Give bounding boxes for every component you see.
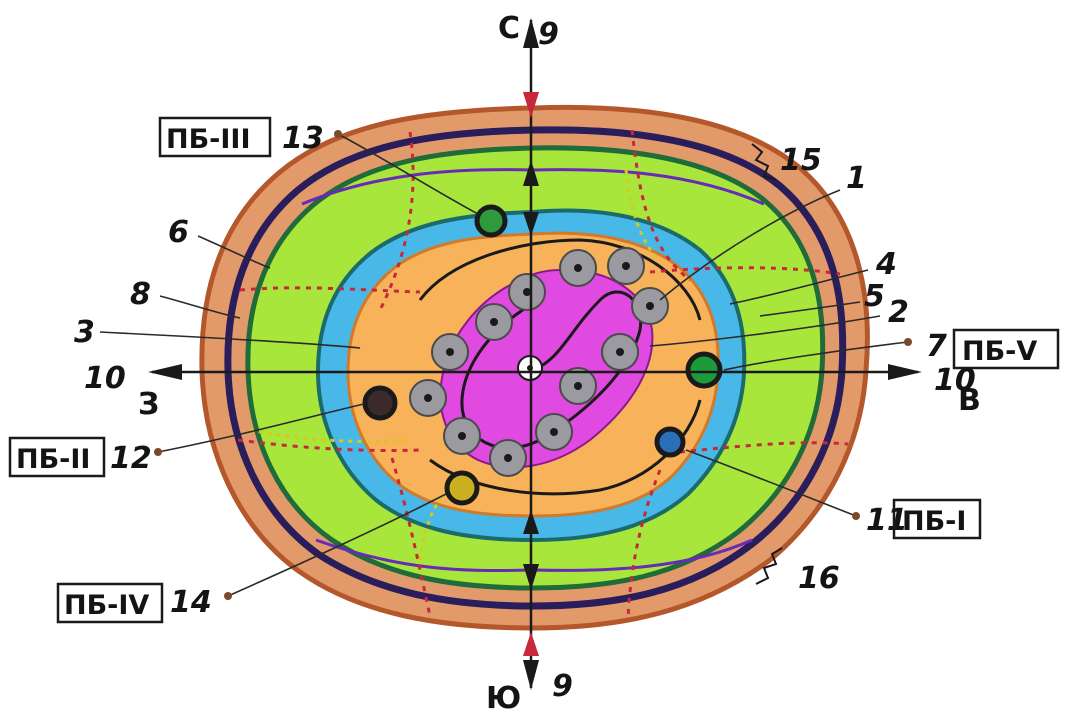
arrow-inner-north xyxy=(523,160,539,186)
dark-band-outer xyxy=(224,126,847,610)
tag-box-pb-v xyxy=(952,328,1060,370)
callout-8: 8 xyxy=(130,277,151,312)
inner-spiral xyxy=(460,290,643,450)
red-dotted-line-right xyxy=(626,129,691,621)
callout-12: 12 xyxy=(110,441,152,476)
borehole-pb-iii xyxy=(474,204,508,238)
label-9-bottom: 9 xyxy=(552,669,573,704)
label-south: Ю xyxy=(486,681,521,713)
tag-pb-iii: ПБ-III xyxy=(166,124,251,155)
callout-6: 6 xyxy=(168,215,189,250)
tag-box-pb-i xyxy=(892,498,982,540)
callout-3: 3 xyxy=(74,315,95,350)
label-9-top: 9 xyxy=(538,17,559,52)
callout-16: 16 xyxy=(798,561,840,596)
label-10-left: 10 xyxy=(84,361,126,396)
yellow-dotted-line xyxy=(249,169,662,561)
arrow-west xyxy=(148,364,182,380)
arrow-inner-north-down xyxy=(523,212,539,236)
red-dotted-line-horizontal xyxy=(237,266,849,454)
arrow-inner-south xyxy=(523,510,539,534)
tag-box-pb-ii xyxy=(8,436,106,478)
tag-pb-ii: ПБ-II xyxy=(16,444,90,475)
arrow-south xyxy=(523,660,539,690)
arrow-north xyxy=(523,18,539,48)
callout-1: 1 xyxy=(846,161,867,196)
arrow-inner-south-down xyxy=(523,564,539,590)
red-dotted-line-left xyxy=(378,131,432,617)
tag-box-pb-iv xyxy=(56,582,164,624)
leader-lines xyxy=(99,133,909,597)
label-west: З xyxy=(138,387,159,422)
callout-11: 11 xyxy=(866,503,908,538)
arrow-east xyxy=(888,364,922,380)
borehole-pb-i xyxy=(654,426,686,458)
red-arrow-north xyxy=(523,92,539,118)
label-north: С xyxy=(498,11,520,46)
red-arrow-south xyxy=(523,632,539,656)
callout-14: 14 xyxy=(170,585,212,620)
tag-box-pb-iii xyxy=(158,116,272,158)
tag-pb-v: ПБ-V xyxy=(962,336,1037,367)
grey-node-centers xyxy=(424,262,654,462)
zigzag-15 xyxy=(751,143,777,181)
callout-13: 13 xyxy=(282,121,324,156)
label-east: В xyxy=(958,383,981,418)
callout-15: 15 xyxy=(780,143,822,178)
borehole-pb-v xyxy=(685,351,723,389)
tag-pb-i: ПБ-I xyxy=(902,506,966,537)
leader-dots xyxy=(154,130,912,600)
zigzag-16 xyxy=(755,547,783,585)
borehole-pb-ii xyxy=(362,385,398,421)
callout-4: 4 xyxy=(875,247,897,282)
tag-pb-iv: ПБ-IV xyxy=(64,590,149,621)
callout-2: 2 xyxy=(888,295,909,330)
callout-5: 5 xyxy=(864,279,885,314)
callout-7: 7 xyxy=(926,329,947,364)
borehole-pb-iv xyxy=(444,470,480,506)
